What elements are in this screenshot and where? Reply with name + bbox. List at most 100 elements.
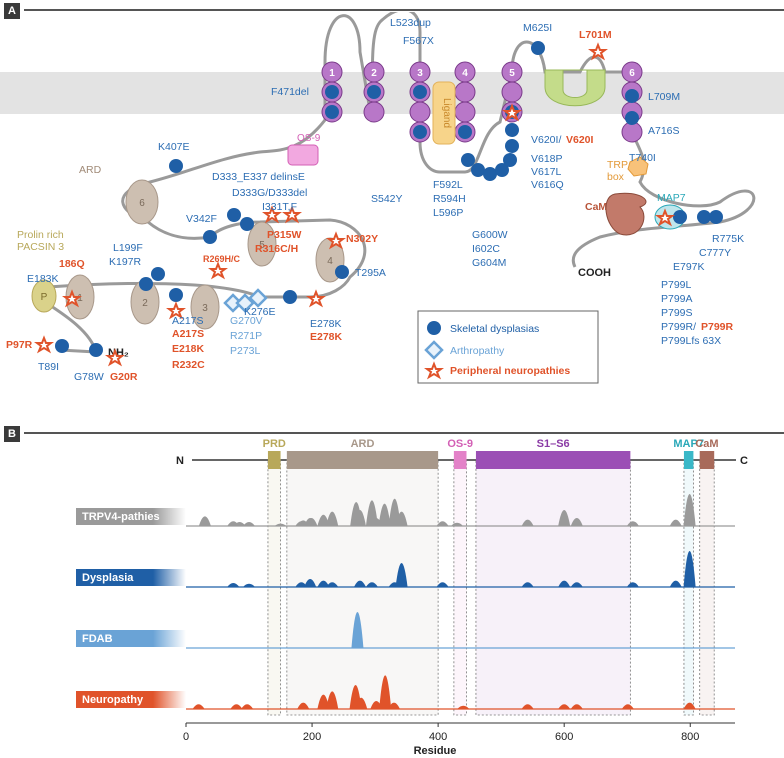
tm-3-number: 3	[417, 68, 423, 79]
track-0-peak-8	[305, 518, 318, 526]
mut-m625i: M625I	[523, 22, 552, 34]
track-1-peak-5	[326, 582, 339, 587]
mut-g20r: G20R	[110, 371, 138, 383]
prolin-rich-label: Prolin rich	[17, 229, 64, 241]
legend-arthropathy-label: Arthropathy	[450, 345, 505, 357]
ligand-label: Ligand	[441, 98, 452, 128]
ligand-box	[432, 81, 456, 145]
mut-p273l: P273L	[230, 345, 261, 357]
mut-p799s: P799S	[661, 307, 693, 319]
track-3-peak-11	[457, 705, 470, 709]
track-1-peak-15	[669, 580, 682, 587]
track-0-peak-2	[233, 522, 246, 526]
c-terminus-label: C	[740, 455, 748, 467]
ankyrin-1-number: 1	[77, 293, 83, 304]
track-0-peak-20	[521, 519, 534, 526]
mut-f471del: F471del	[271, 86, 309, 98]
mut-d333-e337: D333_E337 delinsE	[212, 171, 305, 183]
mut-e278k-red: E278K	[310, 331, 343, 343]
domain-label-4: MAP7	[673, 438, 704, 450]
tm-2-number: 2	[371, 68, 377, 79]
mut-l199f: L199F	[113, 242, 143, 254]
mut-i602c: I602C	[472, 243, 500, 255]
track-1-peak-13	[570, 582, 583, 587]
track-3-peak-7	[355, 697, 368, 709]
mut-f592l: F592L	[433, 179, 463, 191]
cooh-label: COOH	[578, 267, 611, 279]
track-1-peak-16	[683, 551, 696, 587]
legend-neuropathy-icon	[424, 361, 444, 380]
mut-a217s-blue: A217S	[172, 315, 204, 327]
mut-g600w: G600W	[472, 229, 508, 241]
mut-r594h: R594H	[433, 193, 466, 205]
mut-r269hc: R269H/C	[203, 254, 241, 264]
domain-label-3: S1–S6	[537, 438, 570, 450]
tm-6-number: 6	[629, 68, 635, 79]
track-1: Dysplasia	[76, 551, 735, 588]
ard-label: ARD	[79, 164, 102, 176]
mut-r271p: R271P	[230, 330, 262, 342]
track-label-1: Dysplasia	[82, 572, 134, 584]
track-label-bg-0	[76, 508, 186, 525]
track-1-peak-2	[295, 582, 308, 587]
mut-t740i: T740I	[629, 152, 656, 164]
track-1-peak-7	[365, 582, 378, 587]
ankyrin-2-number: 2	[142, 298, 148, 309]
os9-label: OS-9	[297, 133, 321, 144]
x-tick-label-2: 400	[429, 731, 447, 743]
track-1-peak-0	[227, 583, 240, 587]
track-0-peak-0	[198, 516, 211, 526]
track-0-peak-19	[451, 522, 464, 526]
domain-box-0	[267, 451, 281, 469]
mut-t89i: T89I	[38, 361, 59, 373]
track-3-peak-3	[297, 702, 310, 709]
legend-dysplasia-icon	[427, 321, 441, 335]
p-domain	[31, 279, 57, 313]
x-tick-label-0: 0	[183, 731, 189, 743]
panel-a-tag: A	[4, 3, 20, 19]
legend-arthropathy-icon	[424, 340, 444, 360]
track-3-peak-8	[370, 701, 383, 709]
track-3-peak-14	[570, 704, 583, 709]
ankyrin-6-number: 6	[139, 198, 145, 209]
mut-s542y: S542Y	[371, 193, 403, 205]
mut-c777y: C777Y	[699, 247, 731, 259]
mut-p799r-red: P799R	[701, 321, 734, 333]
legend-neuropathy-label: Peripheral neuropathies	[450, 365, 570, 377]
track-1-peak-4	[317, 580, 330, 587]
mut-n302y: N302Y	[346, 233, 378, 245]
p-label: P	[41, 292, 48, 303]
track-3-peak-2	[241, 704, 254, 709]
mut-l709m: L709M	[648, 91, 680, 103]
track-0: TRPV4-pathies	[76, 494, 735, 527]
mut-p799l: P799L	[661, 279, 692, 291]
mut-186q: 186Q	[59, 258, 85, 270]
track-0-peak-22	[570, 518, 583, 526]
pacsin3-label: PACSIN 3	[17, 241, 64, 253]
topology-diagram: 1 2 3 4 5 6 Ligand OS-9 ARD 6	[0, 12, 784, 384]
tm-helices: 1 2 3 4 5 6	[321, 61, 643, 143]
track-3-peak-15	[621, 704, 634, 709]
track-3-peak-5	[326, 691, 339, 709]
trp-box-icon	[627, 156, 649, 177]
track-3: Neuropathy	[76, 675, 735, 710]
track-0-peak-3	[243, 522, 256, 526]
mut-v620i-blue: V620I/	[531, 134, 561, 146]
mut-k276e: K276E	[244, 306, 276, 318]
track-1-peak-10	[436, 582, 449, 587]
domain-box-4	[683, 451, 694, 469]
track-2-peak-0	[351, 612, 364, 648]
mut-v616q: V616Q	[531, 179, 564, 191]
track-0-peak-9	[317, 514, 330, 526]
track-3-peak-0	[192, 704, 205, 709]
legend-dysplasia-label: Skeletal dysplasias	[450, 323, 539, 335]
trp-label-2: box	[607, 171, 625, 183]
panel-b-tag: B	[4, 426, 20, 442]
mut-l596p: L596P	[433, 207, 463, 219]
track-0-peak-18	[436, 521, 449, 526]
panel-a-bar	[24, 9, 784, 11]
ankyrin-5-number: 5	[259, 240, 265, 251]
tm-5-number: 5	[509, 68, 515, 79]
mut-p97r: P97R	[6, 339, 33, 351]
